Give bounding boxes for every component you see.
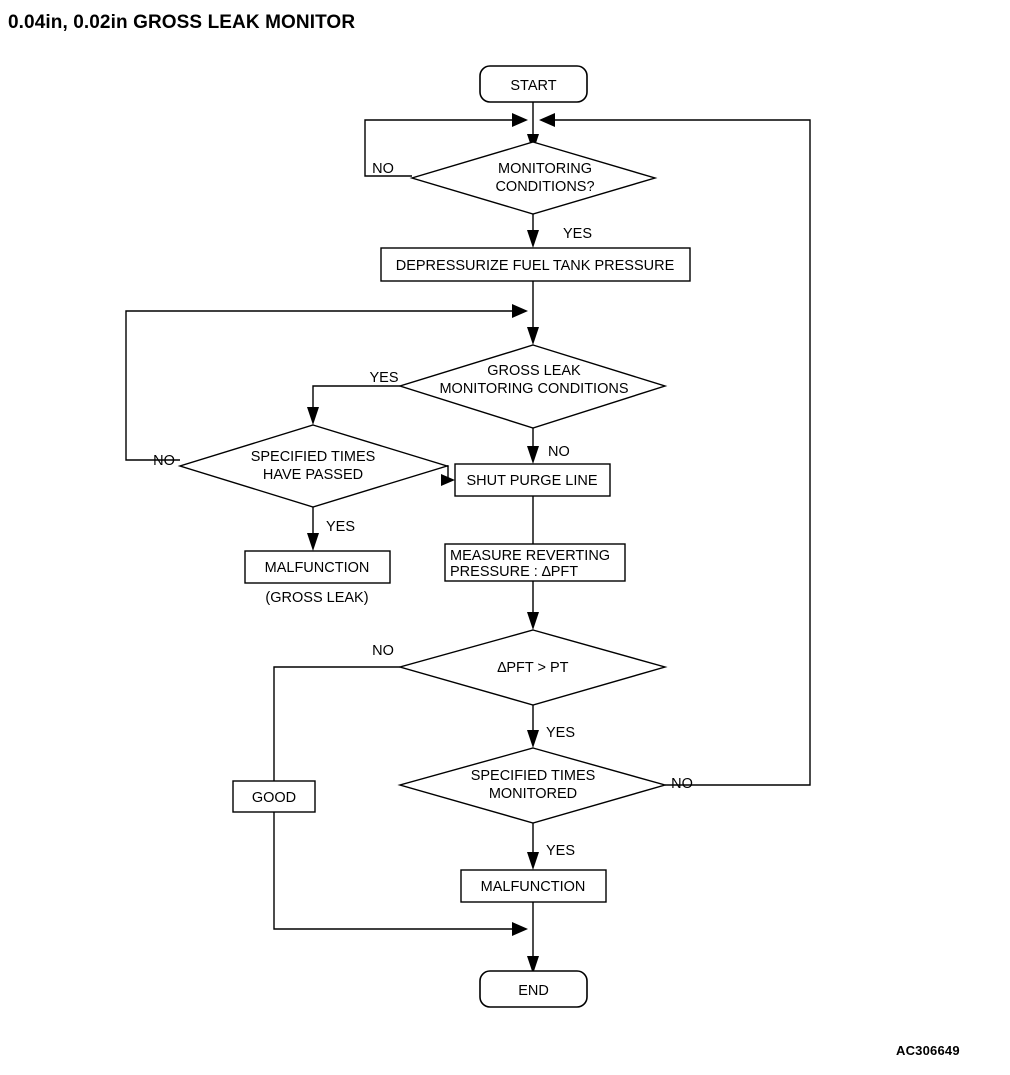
node-good-label: GOOD bbox=[252, 790, 296, 806]
edge-malfunction-to-end bbox=[527, 902, 539, 974]
node-start[interactable]: START bbox=[479, 65, 588, 103]
node-times-passed-line2: HAVE PASSED bbox=[263, 467, 363, 483]
edge-pftcmp-no bbox=[273, 666, 400, 781]
node-shut-purge-line[interactable]: SHUT PURGE LINE bbox=[454, 463, 611, 497]
edge-depressurize-to-grossleak bbox=[527, 281, 539, 345]
node-measure-reverting-pressure[interactable]: MEASURE REVERTING PRESSURE : ∆PFT bbox=[444, 543, 626, 582]
edge-label-times-monitored-yes: YES bbox=[546, 843, 575, 859]
node-gross-leak-line1: GROSS LEAK bbox=[487, 363, 581, 379]
node-times-monitored-line2: MONITORED bbox=[489, 786, 577, 802]
node-shut-purge-label: SHUT PURGE LINE bbox=[466, 473, 597, 489]
edge-monitoring-no-loop bbox=[364, 113, 528, 177]
node-monitoring-conditions-line1: MONITORING bbox=[498, 161, 592, 177]
node-pft-comparison-label: ∆PFT > PT bbox=[497, 660, 568, 676]
node-monitoring-conditions[interactable]: MONITORING CONDITIONS? bbox=[409, 141, 658, 215]
node-malfunction-gross-leak[interactable]: MALFUNCTION bbox=[244, 550, 391, 584]
node-gross-leak-line2: MONITORING CONDITIONS bbox=[439, 381, 628, 397]
node-pft-comparison[interactable]: ∆PFT > PT bbox=[397, 629, 668, 706]
edge-times-passed-to-shut-purge bbox=[441, 465, 455, 486]
node-depressurize-fuel-tank-pressure[interactable]: DEPRESSURIZE FUEL TANK PRESSURE bbox=[380, 247, 691, 282]
figure-code: AC306649 bbox=[896, 1043, 960, 1058]
edge-label-grossleak-no: NO bbox=[548, 444, 570, 460]
edge-pftcmp-yes bbox=[527, 705, 539, 748]
edge-label-times-monitored-no: NO bbox=[671, 776, 693, 792]
edge-times-monitored-yes bbox=[527, 823, 539, 870]
edge-label-times-passed-yes: YES bbox=[326, 519, 355, 535]
node-end[interactable]: END bbox=[479, 970, 588, 1008]
node-gross-leak-monitoring-conditions[interactable]: GROSS LEAK MONITORING CONDITIONS bbox=[397, 344, 668, 429]
node-malfunction-gross-label: MALFUNCTION bbox=[265, 560, 370, 576]
node-times-monitored-line1: SPECIFIED TIMES bbox=[471, 768, 596, 784]
edge-good-to-end bbox=[273, 812, 528, 936]
edge-measure-to-pftcmp bbox=[527, 580, 539, 630]
node-malfunction-label: MALFUNCTION bbox=[481, 879, 586, 895]
edge-label-times-passed-no: NO bbox=[153, 453, 175, 469]
node-end-label: END bbox=[518, 983, 549, 999]
node-measure-line2: PRESSURE : ∆PFT bbox=[450, 564, 578, 580]
node-times-passed-line1: SPECIFIED TIMES bbox=[251, 449, 376, 465]
edge-grossleak-no bbox=[527, 428, 539, 464]
edge-label-pftcmp-no: NO bbox=[372, 643, 394, 659]
page-title: 0.04in, 0.02in GROSS LEAK MONITOR bbox=[8, 12, 356, 33]
edge-label-monitoring-no: NO bbox=[372, 161, 394, 177]
node-malfunction[interactable]: MALFUNCTION bbox=[460, 869, 607, 903]
edge-monitoring-yes bbox=[527, 214, 539, 248]
node-specified-times-monitored[interactable]: SPECIFIED TIMES MONITORED bbox=[397, 747, 668, 824]
node-monitoring-conditions-line2: CONDITIONS? bbox=[495, 179, 594, 195]
node-depressurize-label: DEPRESSURIZE FUEL TANK PRESSURE bbox=[396, 258, 675, 274]
edge-label-pftcmp-yes: YES bbox=[546, 725, 575, 741]
edge-times-passed-no-loop bbox=[125, 304, 528, 461]
edge-label-grossleak-yes: YES bbox=[369, 370, 398, 386]
node-measure-line1: MEASURE REVERTING bbox=[450, 548, 610, 564]
edge-grossleak-yes bbox=[307, 385, 400, 425]
edge-label-monitoring-yes: YES bbox=[563, 226, 592, 242]
edge-times-passed-yes bbox=[307, 507, 319, 551]
node-start-label: START bbox=[510, 78, 556, 94]
node-malfunction-gross-sublabel: (GROSS LEAK) bbox=[265, 590, 368, 606]
edge-times-monitored-no-return bbox=[539, 113, 811, 786]
node-good[interactable]: GOOD bbox=[232, 780, 316, 813]
node-specified-times-have-passed[interactable]: SPECIFIED TIMES HAVE PASSED bbox=[177, 424, 450, 508]
